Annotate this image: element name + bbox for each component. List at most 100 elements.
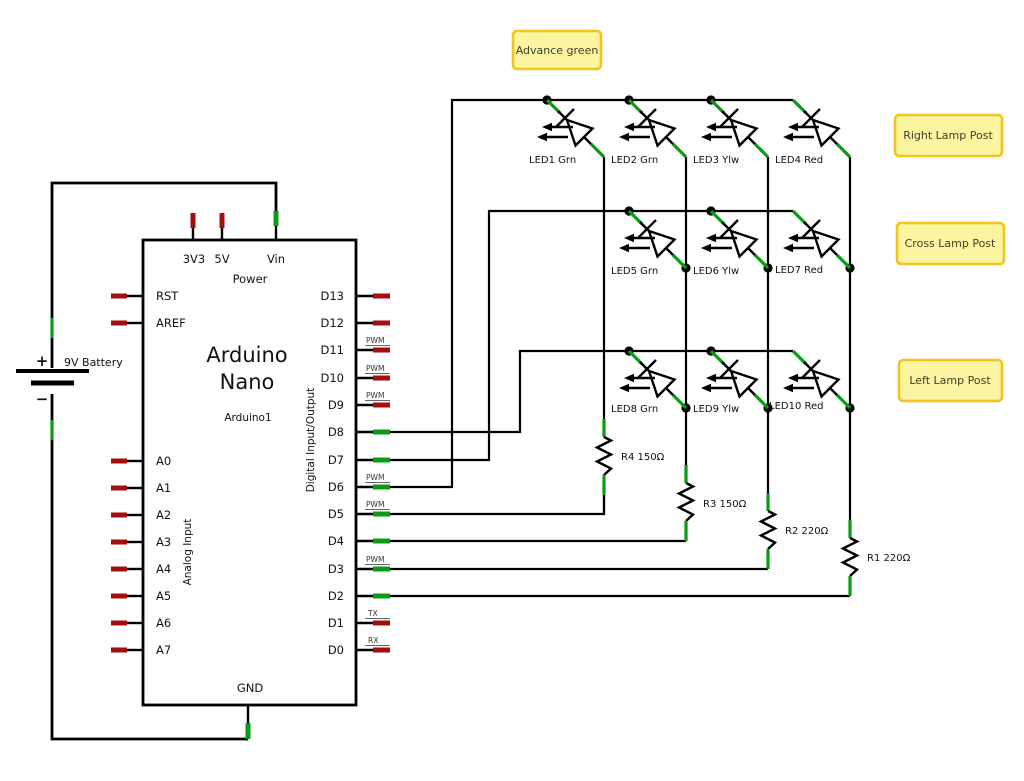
pin-d1-tip xyxy=(373,620,390,626)
led7-red xyxy=(781,209,852,270)
led3-label: LED3 Ylw xyxy=(693,155,739,166)
pin-label-vin: Vin xyxy=(267,252,285,266)
pin-d1-tx-tag: TX xyxy=(367,609,378,618)
battery-plus-sign: + xyxy=(36,352,49,370)
pin-label-a6: A6 xyxy=(156,616,171,630)
led8-grn xyxy=(617,349,688,410)
wire-d7-to-row2-bus xyxy=(390,209,793,462)
note-cross-lamp-post: Cross Lamp Post xyxy=(895,221,1006,266)
battery-minus-sign: − xyxy=(36,390,49,408)
led7-label: LED7 Red xyxy=(775,265,823,276)
pin-d8-tip xyxy=(373,429,390,435)
battery-9v: + − 9V Battery xyxy=(16,352,123,408)
pin-d3-tip xyxy=(373,566,390,572)
pin-d12-tip xyxy=(373,320,390,326)
pin-label-aref: AREF xyxy=(156,316,186,330)
pin-label-d13: D13 xyxy=(321,289,345,303)
pin-label-a3: A3 xyxy=(156,535,171,549)
pin-d6-tip xyxy=(373,484,390,490)
note-cross-lamp-post-box xyxy=(895,221,1006,266)
analog-input-group-label: Analog Input xyxy=(182,519,194,586)
pin-d11-pwm-tag: PWM xyxy=(366,336,384,345)
pin-label-d0: D0 xyxy=(328,643,344,657)
led10-label: LED10 Red xyxy=(769,401,824,412)
arduino-body xyxy=(141,238,358,707)
pin-d11-tip xyxy=(373,347,390,353)
note-advance-green-text: Advance green xyxy=(516,44,599,57)
note-left-lamp-post-text: Left Lamp Post xyxy=(909,374,991,387)
pin-a1-tip xyxy=(111,485,127,491)
led6-ylw xyxy=(699,209,770,270)
wire-d5-to-r4 xyxy=(390,495,606,516)
pin-label-d7: D7 xyxy=(328,453,344,467)
pin-d0-rx-tag: RX xyxy=(368,636,378,645)
pin-d9-tip xyxy=(373,402,390,408)
led4-label: LED4 Red xyxy=(775,155,823,166)
note-right-lamp-post-box xyxy=(893,113,1004,158)
pin-label-d11: D11 xyxy=(321,343,345,357)
wire-d6-to-row1-bus xyxy=(390,98,793,489)
battery-label: 9V Battery xyxy=(64,356,123,369)
pin-d6-pwm-tag: PWM xyxy=(366,473,384,482)
arduino-nano-board: Arduino Nano Arduino1 Power Digital Inpu… xyxy=(111,211,390,739)
pin-label-d5: D5 xyxy=(328,507,344,521)
resistor-r3 xyxy=(677,463,695,543)
note-advance-green-box xyxy=(511,29,603,71)
pin-d5-pwm-tag: PWM xyxy=(366,500,384,509)
pin-d4-tip xyxy=(373,538,390,544)
arduino-title-line2: Nano xyxy=(220,370,275,394)
led6-label: LED6 Ylw xyxy=(693,266,739,277)
resistor-r1 xyxy=(841,518,859,598)
pin-label-gnd: GND xyxy=(237,681,264,695)
pin-a5-tip xyxy=(111,593,127,599)
pin-a4-tip xyxy=(111,566,127,572)
pin-label-a7: A7 xyxy=(156,643,171,657)
pin-label-d8: D8 xyxy=(328,425,344,439)
pin-label-a2: A2 xyxy=(156,508,171,522)
pin-label-a5: A5 xyxy=(156,589,171,603)
pin-gnd-tip xyxy=(245,723,251,739)
digital-io-group-label: Digital Input/Output xyxy=(305,388,317,493)
led10-red xyxy=(781,349,852,410)
pin-3v3-tip xyxy=(190,213,196,228)
pin-label-d4: D4 xyxy=(328,534,344,548)
led9-ylw xyxy=(699,349,770,410)
pin-a3-tip xyxy=(111,539,127,545)
arduino-title-line1: Arduino xyxy=(206,343,287,367)
resistor-r3-label: R3 150Ω xyxy=(703,499,747,510)
pin-label-d12: D12 xyxy=(321,316,345,330)
note-right-lamp-post-text: Right Lamp Post xyxy=(903,129,993,142)
pin-label-rst: RST xyxy=(156,289,179,303)
pin-5v-tip xyxy=(219,213,225,228)
led5-label: LED5 Grn xyxy=(611,266,658,277)
pin-d3-pwm-tag: PWM xyxy=(366,555,384,564)
note-advance-green: Advance green xyxy=(511,29,603,71)
pin-aref-tip xyxy=(111,320,127,326)
pin-label-5v: 5V xyxy=(214,252,229,266)
resistor-r1-label: R1 220Ω xyxy=(867,553,911,564)
note-left-lamp-post: Left Lamp Post xyxy=(897,358,1004,403)
led9-label: LED9 Ylw xyxy=(693,404,739,415)
pin-d5-tip xyxy=(373,511,390,517)
led2-grn xyxy=(617,98,688,159)
resistor-r4-label: R4 150Ω xyxy=(621,452,665,463)
pin-a6-tip xyxy=(111,620,127,626)
pin-label-d10: D10 xyxy=(321,371,345,385)
led8-label: LED8 Grn xyxy=(611,404,658,415)
pin-label-a1: A1 xyxy=(156,481,171,495)
power-group-label: Power xyxy=(233,272,268,286)
pin-d7-tip xyxy=(373,457,390,463)
pin-a2-tip xyxy=(111,512,127,518)
led3-ylw xyxy=(699,98,770,159)
pin-d13-tip xyxy=(373,293,390,299)
pin-label-d9: D9 xyxy=(328,398,344,412)
pin-vin-tip xyxy=(273,211,279,226)
wire-d8-to-row3-bus xyxy=(390,349,793,434)
pin-label-d6: D6 xyxy=(328,480,344,494)
led1-label: LED1 Grn xyxy=(529,155,576,166)
led2-label: LED2 Grn xyxy=(611,155,658,166)
pin-d10-tip xyxy=(373,375,390,381)
led1-grn xyxy=(535,98,606,159)
